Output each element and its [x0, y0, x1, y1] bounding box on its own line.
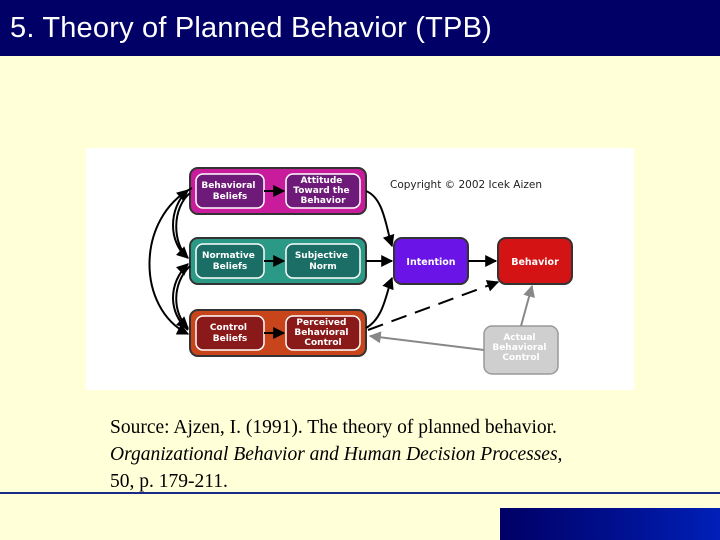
svg-text:Perceived Behavioral: Perceived Behavioral Control [294, 318, 351, 348]
control-beliefs-node [195, 315, 265, 351]
perceived-control-label-1: Perceived [296, 318, 346, 328]
copyright-text: Copyright © 2002 Icek Aizen [390, 179, 542, 191]
perceived-control-label-2: Behavioral [294, 328, 348, 338]
source-prefix: Source: Ajzen, I. (1991). The theory of … [110, 417, 557, 438]
arrow-actual-pbc [368, 331, 485, 351]
perceived-control-node [285, 315, 361, 351]
behavioral-beliefs-label-1: Behavioral [201, 181, 255, 191]
diagram-svg: Copyright © 2002 Icek Aizen Behavioral B… [148, 167, 573, 375]
svg-text:Subjective Norm: Subjective Norm [295, 251, 351, 272]
svg-text:Behavioral Beliefs: Behavioral Beliefs [201, 181, 258, 202]
arrow-actual-behavior [520, 284, 535, 327]
footer-block [500, 508, 720, 540]
arrow-pbc-intention [365, 276, 394, 329]
control-beliefs-label-2: Beliefs [213, 334, 248, 344]
tpb-diagram: Copyright © 2002 Icek Aizen Behavioral B… [86, 148, 634, 390]
actual-control-label-3: Control [502, 353, 539, 363]
behavioral-beliefs-label-2: Beliefs [213, 192, 248, 202]
slide-title: 5. Theory of Planned Behavior (TPB) [10, 12, 492, 44]
source-citation: Source: Ajzen, I. (1991). The theory of … [110, 414, 590, 495]
subjective-norm-label-1: Subjective [295, 251, 348, 261]
normative-beliefs-node [195, 243, 265, 279]
svg-text:Normative Beliefs: Normative Beliefs [202, 251, 258, 272]
arrow-pbc-behavior-dashed [367, 280, 500, 331]
svg-text:Attitude Toward the: Attitude Toward the Behavior [293, 176, 352, 206]
behavior-node [497, 237, 573, 285]
attitude-label-3: Behavior [300, 196, 346, 206]
arrow-attitude-intention [365, 190, 395, 248]
footer-line [0, 492, 720, 494]
attitude-label-2: Toward the [293, 186, 349, 196]
subjective-norm-node [285, 243, 361, 279]
actual-control-label-1: Actual [503, 333, 535, 343]
behavior-label: Behavior [511, 257, 559, 268]
attitude-node [285, 173, 361, 209]
source-suffix: 50, p. 179-211. [110, 471, 228, 492]
title-bar: 5. Theory of Planned Behavior (TPB) [0, 0, 720, 56]
normative-beliefs-label-2: Beliefs [213, 262, 248, 272]
subjective-norm-label-2: Norm [309, 262, 337, 272]
svg-text:Control Beliefs: Control Beliefs [210, 323, 250, 344]
perceived-control-label-3: Control [304, 338, 341, 348]
intention-label: Intention [406, 257, 455, 268]
arrow-left-bb-cb [148, 187, 193, 335]
arrow-left-nb-bb [172, 189, 189, 259]
actual-control-label-2: Behavioral [492, 343, 546, 353]
source-journal: Organizational Behavior and Human Decisi… [110, 444, 563, 465]
svg-text:Actual Behavioral: Actual Behavioral Control [492, 333, 549, 363]
normative-beliefs-label-1: Normative [202, 251, 255, 261]
behavioral-beliefs-node [195, 173, 265, 209]
attitude-label-1: Attitude [300, 176, 342, 186]
control-beliefs-label-1: Control [210, 323, 247, 333]
